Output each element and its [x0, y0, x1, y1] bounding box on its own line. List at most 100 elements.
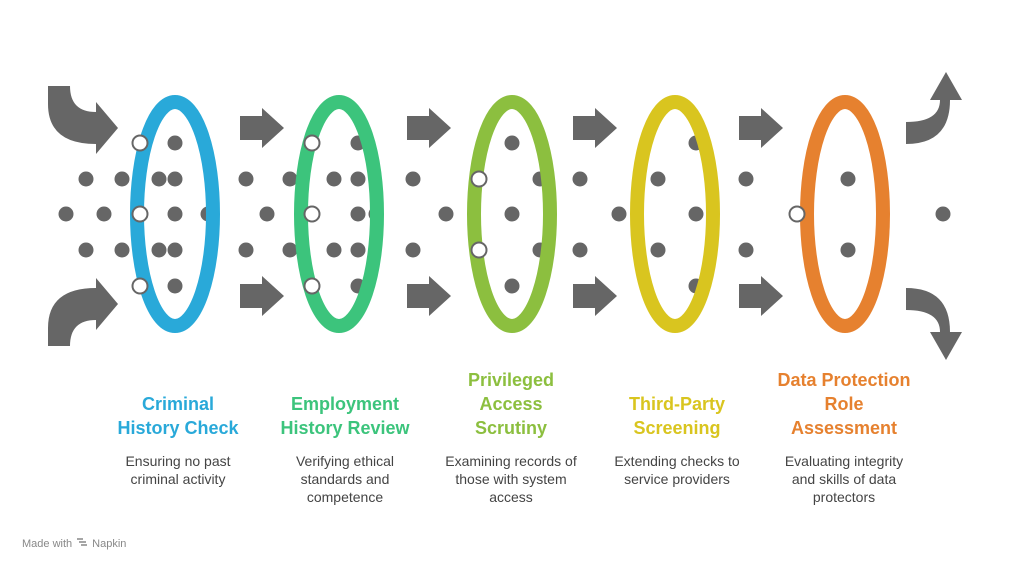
desc-line: Extending checks to — [614, 453, 740, 469]
arrow-right-icon — [739, 108, 783, 148]
desc-line: service providers — [624, 471, 730, 487]
particle-dot — [167, 278, 183, 294]
curved-arrow-out-icon — [906, 72, 962, 144]
arrow-right-icon — [573, 276, 617, 316]
particle-dot — [238, 242, 254, 258]
particle-dot — [238, 171, 254, 187]
particle-dot — [167, 171, 183, 187]
passing-dot — [303, 205, 321, 223]
arrow-right-icon — [739, 276, 783, 316]
particle-dot — [504, 135, 520, 151]
arrow-right-icon — [573, 108, 617, 148]
passing-dot — [303, 277, 321, 295]
stage-4-title: Third-Party Screening — [592, 368, 762, 440]
filter-ring — [630, 95, 720, 333]
stage-2-title-line: History Review — [280, 418, 410, 438]
particle-dot — [96, 206, 112, 222]
desc-line: Ensuring no past — [125, 453, 231, 469]
desc-line: Evaluating integrity — [784, 453, 904, 469]
particle-dot — [259, 206, 275, 222]
particle-dot — [405, 242, 421, 258]
filter-ring — [294, 95, 384, 333]
particle-dot — [738, 171, 754, 187]
filter-rings — [130, 95, 890, 333]
particle-dot — [151, 242, 167, 258]
curved-arrow-in-icon — [48, 278, 118, 346]
desc-line: standards and — [300, 471, 390, 487]
particle-dot — [167, 242, 183, 258]
particle-dot — [326, 171, 342, 187]
stage-3-title-line: Scrutiny — [474, 418, 548, 438]
stage-1-title-line: Criminal — [141, 394, 215, 414]
passing-dot — [470, 170, 488, 188]
stage-4-title-line: Screening — [633, 418, 721, 438]
particle-dot — [78, 171, 94, 187]
stage-1-description: Ensuring no past criminal activity — [93, 452, 263, 488]
passing-dot — [303, 134, 321, 152]
particle-dot — [114, 242, 130, 258]
passing-dot — [788, 205, 806, 223]
filter-ring-2 — [294, 95, 384, 333]
stage-1-title-line: History Check — [117, 418, 239, 438]
particle-dot — [572, 242, 588, 258]
particle-dot — [114, 171, 130, 187]
stage-4-description: Extending checks to service providers — [592, 452, 762, 488]
desc-line: Examining records of — [445, 453, 577, 469]
napkin-logo-icon — [76, 537, 88, 550]
particle-dot — [738, 242, 754, 258]
passing-dot — [131, 277, 149, 295]
stage-4-title-line: Third-Party — [628, 394, 725, 414]
particle-dot — [840, 242, 856, 258]
brand-name: Napkin — [92, 537, 127, 550]
filter-ring-1 — [130, 95, 220, 333]
particle-dot — [504, 206, 520, 222]
desc-line: and skills of data — [791, 471, 897, 487]
particle-dot — [688, 206, 704, 222]
made-with-text: Made with — [22, 537, 73, 550]
stage-3-title-line: Privileged — [467, 370, 555, 390]
particle-dot — [326, 242, 342, 258]
particle-dot — [650, 242, 666, 258]
arrow-right-icon — [240, 276, 284, 316]
curved-arrow-out-icon — [906, 288, 962, 360]
particle-dot — [350, 242, 366, 258]
stage-5-description: Evaluating integrity and skills of data … — [759, 452, 929, 506]
desc-line: those with system — [455, 471, 567, 487]
arrow-right-icon — [407, 108, 451, 148]
stage-2-title: Employment History Review — [260, 368, 430, 440]
particle-dot — [78, 242, 94, 258]
passing-dot — [131, 134, 149, 152]
filter-ring-3 — [467, 95, 557, 333]
particle-dot — [151, 171, 167, 187]
stage-3-title: Privileged Access Scrutiny — [426, 368, 596, 440]
particle-dot — [611, 206, 627, 222]
stage-4: Third-Party Screening Extending checks t… — [592, 368, 762, 488]
stage-5-title: Data Protection Role Assessment — [759, 368, 929, 440]
particle-dots — [58, 135, 951, 294]
stage-5-title-line: Role — [824, 394, 864, 414]
desc-line: access — [489, 489, 533, 505]
particle-dot — [282, 242, 298, 258]
stage-3: Privileged Access Scrutiny Examining rec… — [426, 368, 596, 506]
desc-line: criminal activity — [130, 471, 226, 487]
filter-ring — [467, 95, 557, 333]
filter-ring-4 — [630, 95, 720, 333]
particle-dot — [572, 171, 588, 187]
flow-arrows — [48, 72, 962, 360]
stage-1-title: Criminal History Check — [93, 368, 263, 440]
particle-dot — [405, 171, 421, 187]
stage-2-title-line: Employment — [290, 394, 400, 414]
stage-2-description: Verifying ethical standards and competen… — [260, 452, 430, 506]
stage-3-title-line: Access — [479, 394, 543, 414]
arrow-right-icon — [407, 276, 451, 316]
passing-dot — [470, 241, 488, 259]
particle-dot — [935, 206, 951, 222]
stage-5-title-line: Data Protection — [777, 370, 911, 390]
filter-ring — [800, 95, 890, 333]
made-with-footer[interactable]: Made with Napkin — [22, 537, 126, 550]
particle-dot — [650, 171, 666, 187]
curved-arrow-in-icon — [48, 86, 118, 154]
arrow-right-icon — [240, 108, 284, 148]
passing-dot — [131, 205, 149, 223]
